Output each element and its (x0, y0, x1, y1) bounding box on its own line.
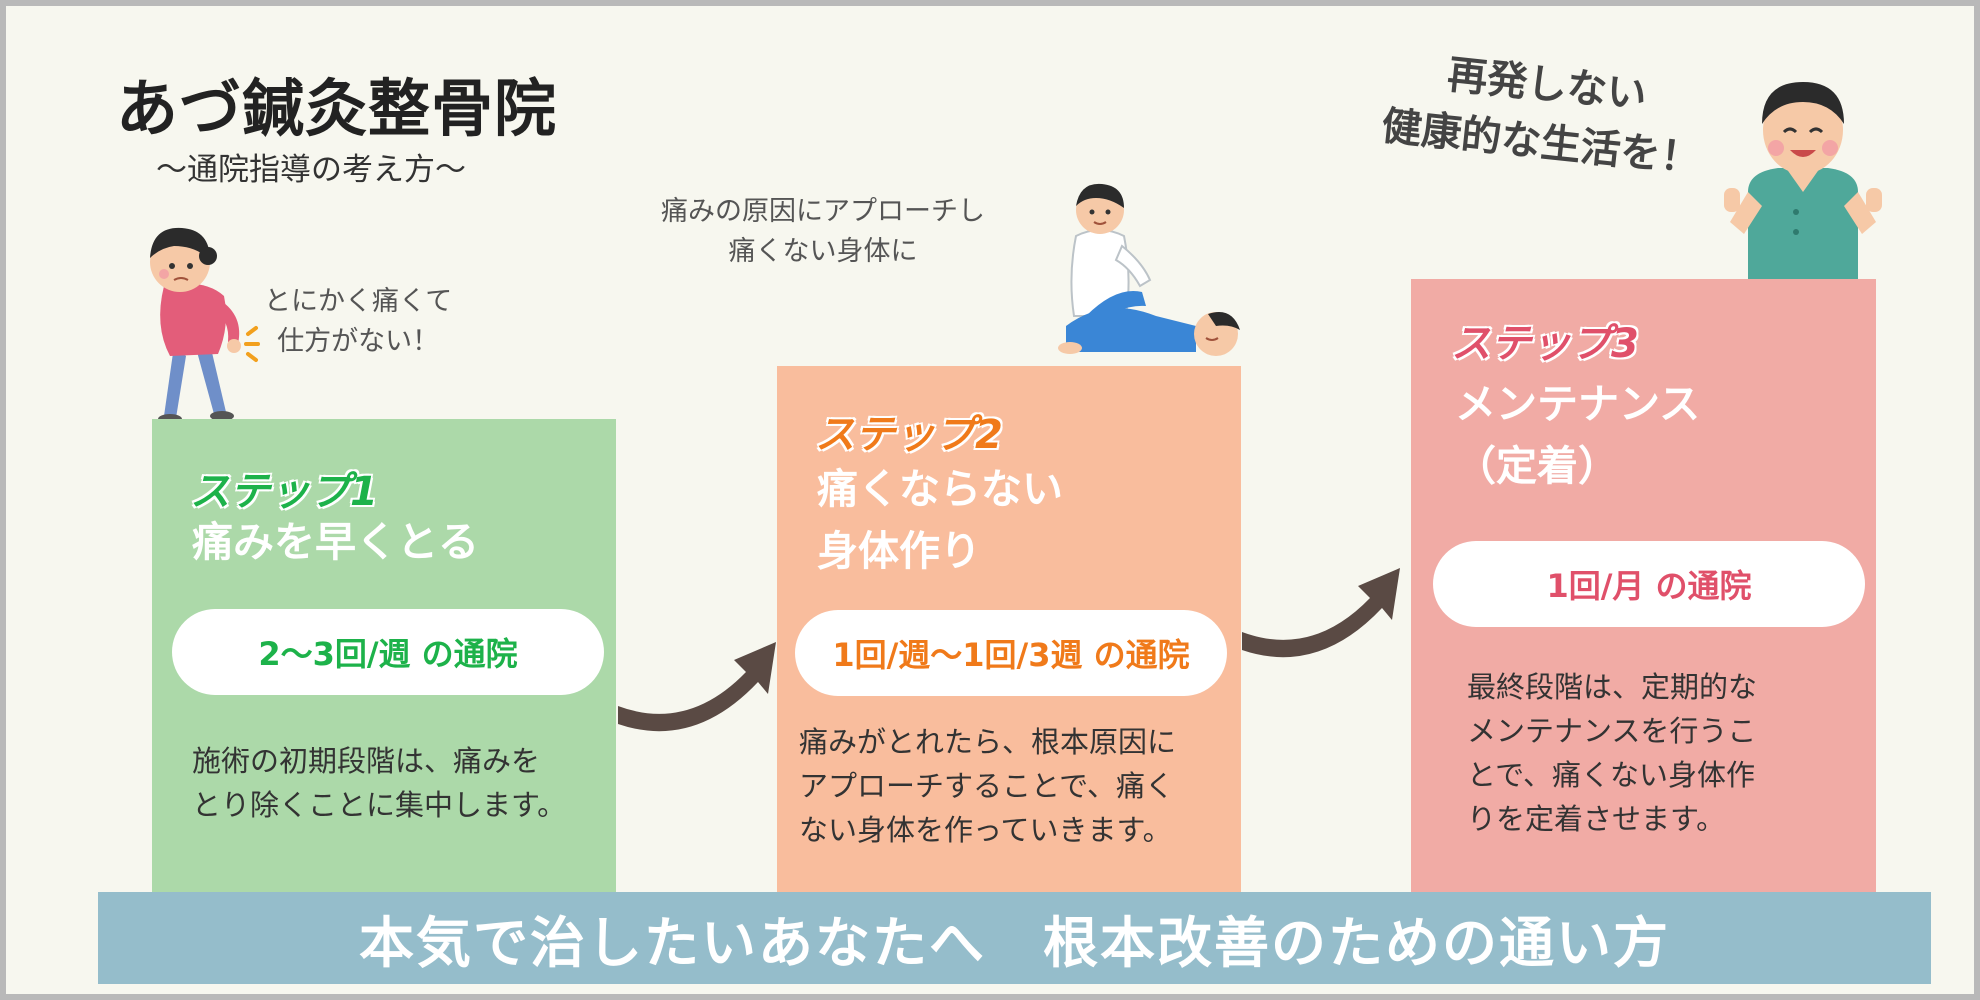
step2-heading-line1: 痛くならない (817, 465, 1063, 513)
step1-description-line1: 施術の初期段階は、痛みを (192, 744, 541, 778)
step2-card: ステップ2 痛くならない 身体作り 1回/週〜1回/3週 の通院 痛みがとれたら… (777, 366, 1241, 899)
step2-description: 痛みがとれたら、根本原因に アプローチすることで、痛く ない身体を作っていきます… (799, 720, 1176, 852)
step1-frequency-badge: 2〜3回/週 の通院 (172, 609, 604, 695)
step3-frequency-badge: 1回/月 の通院 (1433, 541, 1865, 627)
clinic-title: あづ鍼灸整骨院 (116, 72, 558, 145)
step3-description-line2: メンテナンスを行うこ (1467, 714, 1757, 748)
infographic-canvas: あづ鍼灸整骨院 〜通院指導の考え方〜 とにかく痛くて 仕方がない！ 痛みの原因に… (6, 6, 1974, 994)
arrow-step1-to-step2-icon (618, 642, 776, 732)
goal-message: 再発しない 健康的な生活を！ (1359, 38, 1729, 191)
step1-label: ステップ1 (189, 468, 379, 516)
woman-back-pain-icon (150, 227, 260, 424)
smiling-doctor-thumbs-up-icon (1724, 82, 1882, 282)
step3-heading-line1: メンテナンス (1455, 380, 1701, 428)
approach-note: 痛みの原因にアプローチし 痛くない身体に (661, 192, 985, 272)
step3-heading: メンテナンス （定着） (1455, 373, 1700, 497)
patient-pain-note-line1: とにかく痛くて (264, 286, 453, 317)
step3-label: ステップ3 (1450, 320, 1640, 368)
clinic-subtitle: 〜通院指導の考え方〜 (156, 152, 466, 188)
bottom-banner: 本気で治したいあなたへ 根本改善のための通い方 (98, 892, 1931, 984)
therapist-treating-patient-icon (1058, 183, 1240, 356)
step3-card: ステップ3 メンテナンス （定着） 1回/月 の通院 最終段階は、定期的な メン… (1411, 279, 1876, 899)
step1-description-line2: とり除くことに集中します。 (192, 788, 567, 822)
approach-note-line1: 痛みの原因にアプローチし (661, 196, 985, 227)
step1-description: 施術の初期段階は、痛みを とり除くことに集中します。 (192, 739, 566, 827)
approach-note-line2: 痛くない身体に (728, 236, 918, 267)
step1-heading-line1: 痛みを早くとる (192, 518, 479, 566)
step2-description-line2: アプローチすることで、痛く (799, 769, 1174, 803)
step1-heading: 痛みを早くとる (192, 511, 479, 573)
step2-heading: 痛くならない 身体作り (817, 458, 1063, 582)
step2-label: ステップ2 (814, 411, 1004, 459)
step1-card: ステップ1 痛みを早くとる 2〜3回/週 の通院 施術の初期段階は、痛みを とり… (152, 419, 616, 899)
step2-description-line3: ない身体を作っていきます。 (799, 813, 1172, 847)
step2-heading-line2: 身体作り (817, 527, 981, 575)
step3-heading-line2: （定着） (1455, 442, 1619, 490)
arrow-step2-to-step3-icon (1242, 568, 1400, 658)
step3-description: 最終段階は、定期的な メンテナンスを行うこ とで、痛くない身体作 りを定着させま… (1467, 665, 1757, 841)
patient-pain-note: とにかく痛くて 仕方がない！ (264, 282, 452, 362)
step3-description-line4: りを定着させます。 (1467, 802, 1726, 836)
step3-description-line3: とで、痛くない身体作 (1467, 758, 1755, 792)
step2-description-line1: 痛みがとれたら、根本原因に (799, 725, 1177, 759)
step2-frequency-badge: 1回/週〜1回/3週 の通院 (795, 610, 1227, 696)
patient-pain-note-line2: 仕方がない！ (277, 326, 440, 357)
step3-description-line1: 最終段階は、定期的な (1467, 670, 1758, 704)
